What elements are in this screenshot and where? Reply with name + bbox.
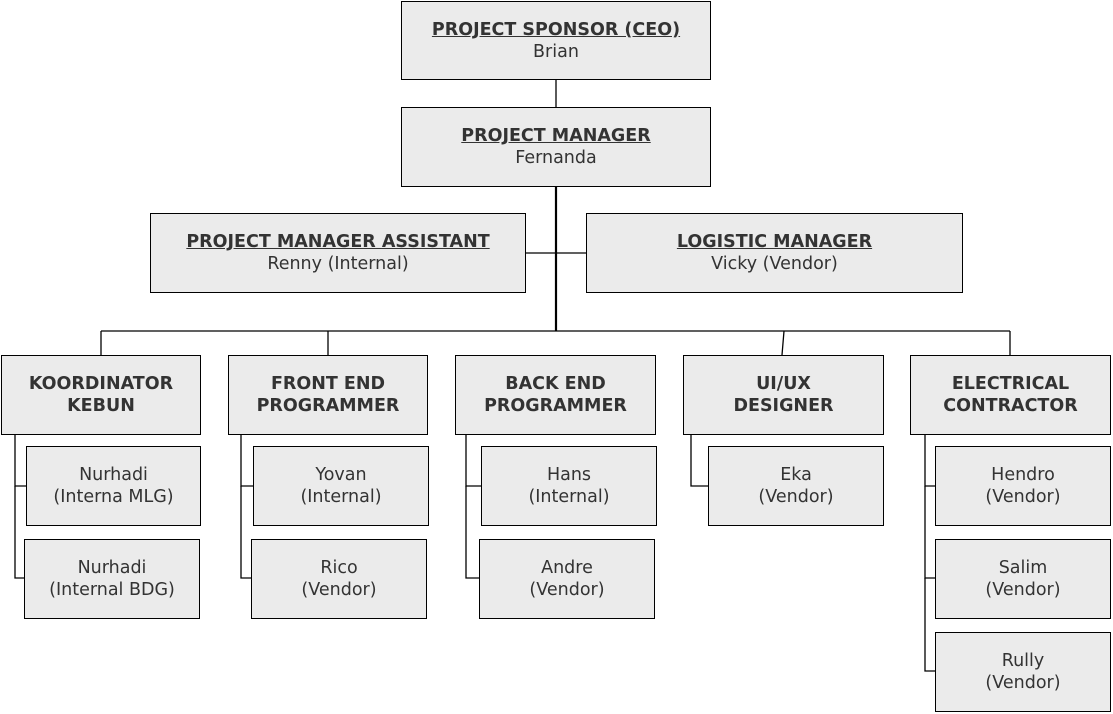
department-koordinator-kebun: KOORDINATOR KEBUN xyxy=(1,355,201,435)
project-manager-assistant-title: PROJECT MANAGER ASSISTANT xyxy=(186,232,490,252)
member-name: Hans (Internal) xyxy=(528,465,610,507)
logistic-manager-title: LOGISTIC MANAGER xyxy=(676,232,873,252)
department-title: ELECTRICAL CONTRACTOR xyxy=(943,374,1078,416)
connector-bracket-koordinator xyxy=(14,486,24,579)
department-front-end-programmer: FRONT END PROGRAMMER xyxy=(228,355,428,435)
member-name: Salim (Vendor) xyxy=(985,558,1061,600)
project-manager-assistant-box: PROJECT MANAGER ASSISTANT Renny (Interna… xyxy=(150,213,526,293)
connector-drop-ui-ux xyxy=(781,330,785,356)
member-box: Yovan (Internal) xyxy=(253,446,429,526)
department-ui-ux-designer: UI/UX DESIGNER xyxy=(683,355,884,435)
connector-bracket-ui-ux xyxy=(690,435,708,487)
project-sponsor-title: PROJECT SPONSOR (CEO) xyxy=(431,19,681,40)
department-title: FRONT END PROGRAMMER xyxy=(256,374,400,416)
member-name: Rico (Vendor) xyxy=(301,558,377,600)
connector-bracket-electrical xyxy=(924,435,935,487)
project-sponsor-name: Brian xyxy=(533,41,579,62)
department-electrical-contractor: ELECTRICAL CONTRACTOR xyxy=(910,355,1111,435)
member-box: Hans (Internal) xyxy=(481,446,657,526)
connector-bracket-back-end xyxy=(465,486,479,579)
project-manager-name: Fernanda xyxy=(515,148,597,168)
member-name: Yovan (Internal) xyxy=(300,465,382,507)
department-title: UI/UX DESIGNER xyxy=(733,374,834,416)
project-manager-box: PROJECT MANAGER Fernanda xyxy=(401,107,711,187)
project-sponsor-box: PROJECT SPONSOR (CEO) Brian xyxy=(401,1,711,80)
logistic-manager-name: Vicky (Vendor) xyxy=(711,254,838,274)
member-box: Hendro (Vendor) xyxy=(935,446,1111,526)
member-box: Andre (Vendor) xyxy=(479,539,655,619)
project-manager-title: PROJECT MANAGER xyxy=(461,126,651,146)
member-name: Hendro (Vendor) xyxy=(985,465,1061,507)
project-manager-assistant-name: Renny (Internal) xyxy=(267,254,409,274)
connector-bracket-koordinator xyxy=(14,435,26,487)
connector-bracket-electrical xyxy=(924,486,935,579)
department-title: KOORDINATOR KEBUN xyxy=(28,374,174,416)
member-name: Andre (Vendor) xyxy=(529,558,605,600)
logistic-manager-box: LOGISTIC MANAGER Vicky (Vendor) xyxy=(586,213,963,293)
member-name: Nurhadi (Internal BDG) xyxy=(49,558,175,600)
connector-bracket-front-end xyxy=(240,486,251,579)
member-box: Nurhadi (Internal BDG) xyxy=(24,539,200,619)
member-box: Salim (Vendor) xyxy=(935,539,1111,619)
member-box: Rico (Vendor) xyxy=(251,539,427,619)
connector-bracket-back-end xyxy=(465,435,481,487)
connector-bracket-front-end xyxy=(240,435,253,487)
member-box: Rully (Vendor) xyxy=(935,632,1111,712)
department-title: BACK END PROGRAMMER xyxy=(484,374,627,416)
member-name: Rully (Vendor) xyxy=(985,651,1061,693)
member-name: Nurhadi (Interna MLG) xyxy=(53,465,174,507)
member-box: Eka (Vendor) xyxy=(708,446,884,526)
member-box: Nurhadi (Interna MLG) xyxy=(26,446,201,526)
member-name: Eka (Vendor) xyxy=(758,465,834,507)
connector-bracket-electrical xyxy=(924,578,935,672)
department-back-end-programmer: BACK END PROGRAMMER xyxy=(455,355,656,435)
